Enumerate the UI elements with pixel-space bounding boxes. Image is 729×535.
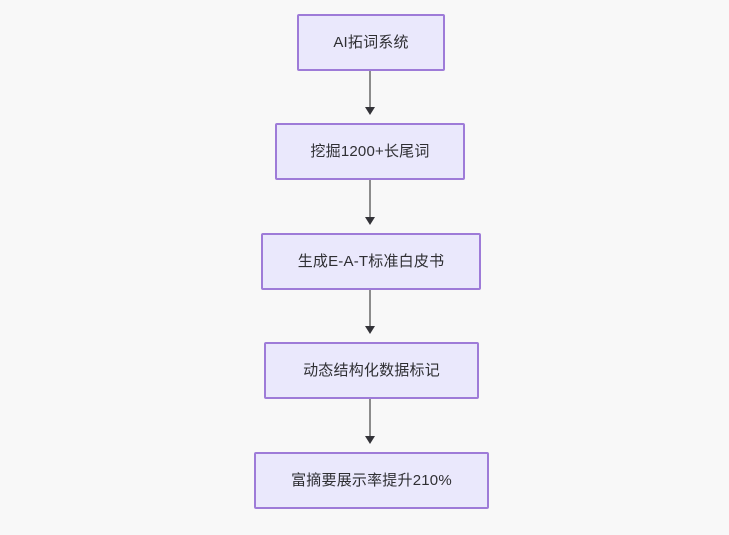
flow-arrowhead-2: [365, 217, 375, 225]
flow-arrowhead-3: [365, 326, 375, 334]
flow-node-mine-longtail-keywords[interactable]: 挖掘1200+长尾词: [275, 123, 465, 180]
flow-node-rich-snippet-rate-increase[interactable]: 富摘要展示率提升210%: [254, 452, 489, 509]
flow-node-label: 挖掘1200+长尾词: [310, 143, 430, 160]
flow-arrowhead-4: [365, 436, 375, 444]
flow-node-dynamic-structured-data-markup[interactable]: 动态结构化数据标记: [264, 342, 479, 399]
flow-arrowhead-1: [365, 107, 375, 115]
flow-edge-3: [369, 290, 371, 326]
flow-node-label: 动态结构化数据标记: [303, 362, 440, 379]
flow-node-label: 生成E-A-T标准白皮书: [297, 253, 445, 270]
flow-node-generate-eat-whitepaper[interactable]: 生成E-A-T标准白皮书: [261, 233, 481, 290]
flow-node-label: 富摘要展示率提升210%: [291, 472, 452, 489]
flow-edge-2: [369, 180, 371, 217]
flow-edge-4: [369, 399, 371, 436]
flow-edge-1: [369, 71, 371, 107]
flow-node-label: AI拓词系统: [333, 34, 409, 51]
flow-node-ai-keyword-system[interactable]: AI拓词系统: [297, 14, 445, 71]
